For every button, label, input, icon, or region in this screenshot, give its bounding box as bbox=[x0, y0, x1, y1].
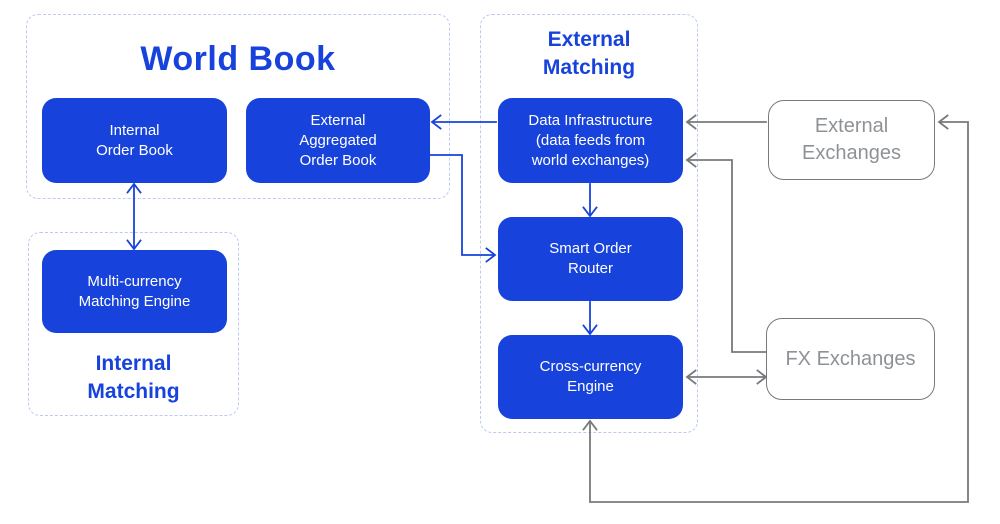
node-external-exchanges: External Exchanges bbox=[768, 100, 935, 180]
node-label-line: Smart Order bbox=[549, 240, 632, 257]
node-external-aggregated-order-book: External Aggregated Order Book bbox=[246, 98, 430, 183]
node-label-line: Internal bbox=[109, 121, 160, 139]
world-book-container bbox=[26, 14, 450, 199]
arrowhead-left-ee bbox=[937, 114, 949, 130]
node-label-line: Engine bbox=[567, 378, 614, 395]
node-label-line: (data feeds from bbox=[535, 131, 646, 149]
external-matching-title-line1: External bbox=[547, 28, 631, 51]
node-label-line: Matching Engine bbox=[78, 292, 191, 310]
node-smart-order-router: Smart Order Router bbox=[498, 217, 683, 301]
external-matching-title: External Matching bbox=[480, 26, 698, 82]
node-label-line: Cross-currency bbox=[539, 358, 642, 375]
node-cross-currency-engine: Cross-currency Engine bbox=[498, 335, 683, 419]
node-label-line: Order Book bbox=[299, 151, 377, 169]
node-fx-exchanges: FX Exchanges bbox=[766, 318, 935, 400]
world-book-title: World Book bbox=[140, 40, 336, 78]
external-matching-title-line2: Matching bbox=[542, 56, 636, 79]
node-label-line: world exchanges) bbox=[531, 151, 650, 169]
node-label-line: External bbox=[814, 115, 889, 137]
internal-matching-title: Internal Matching bbox=[28, 350, 239, 406]
edge-fx-di bbox=[688, 159, 767, 353]
node-label-line: Exchanges bbox=[802, 142, 901, 164]
node-multi-currency-matching-engine: Multi-currency Matching Engine bbox=[42, 250, 227, 333]
node-label-line: External bbox=[310, 111, 366, 129]
arrowhead-right-fx bbox=[756, 369, 768, 385]
node-label-line: Order Book bbox=[96, 141, 173, 159]
internal-matching-title-line1: Internal bbox=[95, 352, 172, 375]
node-internal-order-book: Internal Order Book bbox=[42, 98, 227, 183]
node-label-line: Data Infrastructure bbox=[528, 111, 653, 129]
node-label-line: Multi-currency bbox=[87, 272, 182, 290]
node-data-infrastructure: Data Infrastructure (data feeds from wor… bbox=[498, 98, 683, 183]
node-label-line: Aggregated bbox=[299, 131, 377, 149]
node-label-line: Router bbox=[567, 260, 614, 277]
node-label-line: FX Exchanges bbox=[785, 347, 916, 370]
internal-matching-title-line2: Matching bbox=[87, 380, 180, 403]
